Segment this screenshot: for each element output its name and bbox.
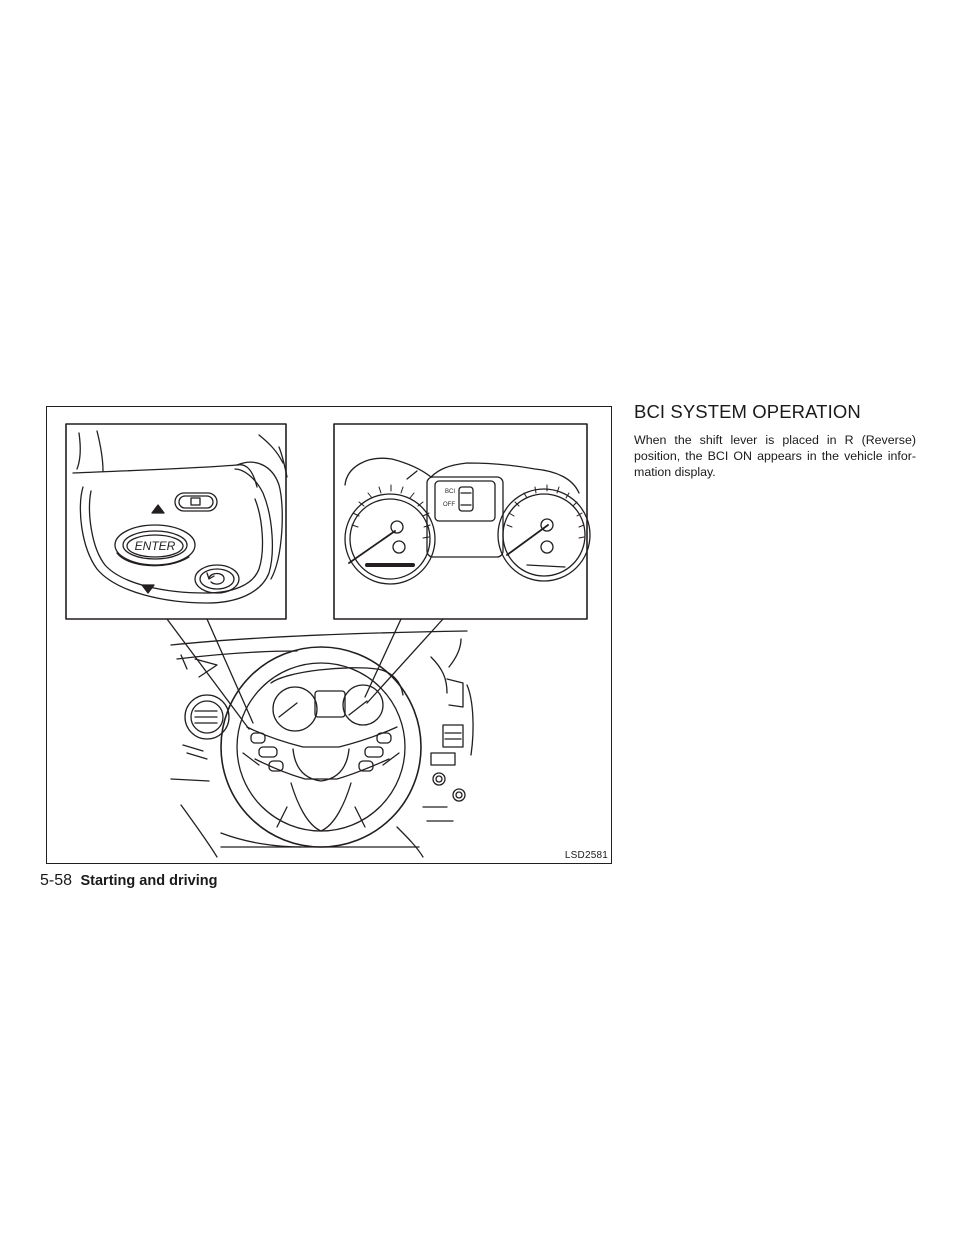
section-title: BCI SYSTEM OPERATION bbox=[634, 401, 861, 422]
gauge-ticks bbox=[351, 484, 585, 539]
chapter-title: Starting and driving bbox=[80, 873, 218, 889]
switch-inset-frame bbox=[65, 423, 287, 620]
body-paragraph: When the shift lever is placed in R (Rev… bbox=[634, 432, 916, 481]
page-footer: 5-58 Starting and driving bbox=[40, 872, 217, 890]
body-line-2: position, the BCI ON appears in the vehi… bbox=[634, 449, 916, 464]
meter-cluster bbox=[344, 457, 591, 585]
steering-wheel-dashboard bbox=[170, 630, 474, 858]
meter-inset-frame bbox=[333, 423, 588, 620]
body-line-1: When the shift lever is placed in R (Rev… bbox=[634, 433, 916, 447]
enter-button-label: ENTER bbox=[135, 539, 176, 553]
illustration-drawing: ENTER BCI OFF bbox=[65, 423, 591, 858]
page-number: 5-58 bbox=[40, 872, 73, 889]
illustration-figure: ENTER BCI OFF LSD2581 bbox=[46, 406, 612, 864]
bci-off-label: OFF bbox=[443, 502, 455, 508]
down-arrow-icon bbox=[141, 584, 155, 594]
up-arrow-icon bbox=[151, 504, 165, 514]
steering-switch-panel bbox=[72, 430, 288, 604]
figure-code: LSD2581 bbox=[564, 850, 608, 861]
body-line-3: mation display. bbox=[634, 465, 716, 480]
bci-indicator-label: BCI bbox=[445, 489, 455, 495]
